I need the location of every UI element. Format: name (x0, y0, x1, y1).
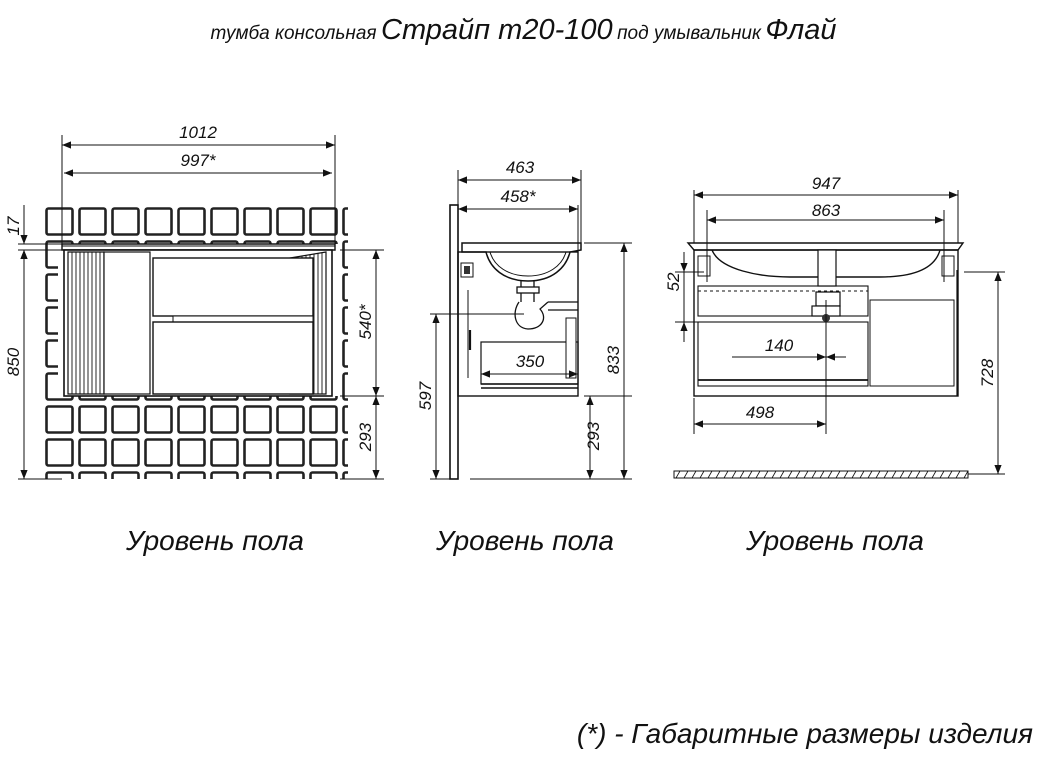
rear-basin (711, 249, 941, 278)
side-cabinet-body (457, 251, 579, 397)
dim-drain-height: 597 (416, 381, 435, 410)
front-door-panel (103, 251, 151, 395)
drawing-title: тумба консольная Страйп т20-100 под умыв… (0, 14, 1047, 47)
left-fluted-panel (67, 251, 105, 395)
front-floor-label: Уровень пола (126, 525, 304, 556)
dim-overall-width: 1012 (179, 123, 217, 142)
rear-floor-label: Уровень пола (746, 525, 924, 556)
dim-mount-height: 728 (978, 358, 997, 387)
dim-depth-body: 458* (501, 187, 537, 206)
siphon (514, 281, 578, 330)
dim-top-offset: 52 (664, 272, 683, 291)
title-model: Страйп т20-100 (381, 14, 613, 46)
title-sink: Флай (765, 14, 837, 46)
dim-body-width: 997* (181, 151, 217, 170)
upper-drawer-handle (172, 315, 314, 323)
front-countertop (61, 243, 336, 251)
side-wall (449, 204, 459, 480)
title-prefix: тумба консольная (210, 23, 377, 44)
rear-floor-line (673, 470, 969, 479)
side-dimensions (430, 170, 632, 480)
front-view: 1012 997* 17 850 540* 293 (4, 123, 384, 480)
dim-total-height: 850 (4, 347, 23, 376)
front-dimensions (18, 135, 384, 480)
dim-mount-width: 947 (812, 174, 841, 193)
dim-floor-gap: 293 (356, 422, 375, 452)
dim-drawer-depth: 350 (516, 352, 545, 371)
dim-bracket-width: 863 (812, 201, 841, 220)
dim-height-from-floor: 833 (604, 345, 623, 374)
lower-drawer (152, 321, 314, 395)
dim-side-floor-gap: 293 (584, 421, 603, 451)
dim-body-height: 540* (356, 303, 375, 339)
side-view: 463 458* 833 293 597 350 (416, 158, 632, 480)
upper-drawer (152, 257, 314, 317)
rear-sink-top (686, 242, 965, 251)
rear-view: 947 863 52 140 498 728 (664, 174, 1005, 479)
dim-center-offset: 498 (746, 403, 775, 422)
side-floor-label: Уровень пола (436, 525, 614, 556)
dim-drain-offset: 140 (765, 336, 794, 355)
rear-dimensions (675, 190, 1005, 475)
title-middle: под умывальник (617, 23, 761, 44)
dim-depth-overall: 463 (506, 158, 535, 177)
footnote: (*) - Габаритные размеры изделия (576, 718, 1033, 749)
dim-top-thickness: 17 (4, 216, 23, 235)
